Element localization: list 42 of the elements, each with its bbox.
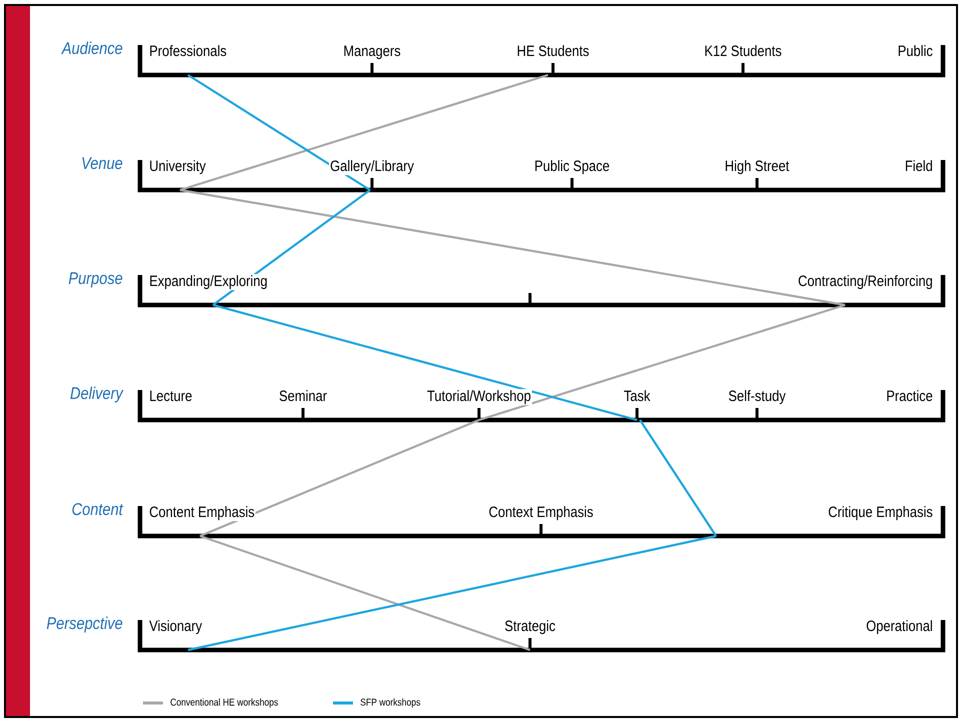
legend-label: Conventional HE workshops [170, 698, 278, 708]
profile-line [639, 419, 717, 537]
category-label: Critique Emphasis [827, 505, 934, 522]
axis-heading: Purpose [68, 272, 122, 288]
category-label: Tutorial/Workshop [426, 389, 532, 406]
profile-line [187, 74, 371, 191]
profile-line [180, 74, 548, 192]
profile-line [188, 534, 716, 652]
axis-heading: Audience [61, 42, 122, 54]
profile-line [212, 304, 638, 422]
category-label: Public Space [533, 159, 611, 176]
category-label: Expanding/Exploring [148, 274, 269, 290]
category-label: Visionary [148, 619, 204, 636]
axis-heading: Persepctive [46, 616, 122, 633]
category-label: University [148, 159, 207, 176]
category-label: Strategic [504, 619, 556, 636]
profile-line [200, 534, 530, 652]
category-label: Professionals [148, 44, 228, 58]
category-label: Self-study [727, 389, 787, 406]
category-label: Task [622, 389, 652, 402]
profile-line [200, 418, 480, 538]
category-label: Lecture [148, 390, 194, 402]
legend-label: SFP workshops [360, 698, 420, 708]
axis-heading: Content [72, 503, 124, 516]
axis-heading: Delivery [70, 386, 124, 403]
category-label: Seminar [278, 389, 328, 402]
profile-line [478, 304, 846, 422]
category-label: Gallery/Library [329, 159, 415, 176]
category-label: Managers [342, 44, 402, 60]
category-label: Content Emphasis [148, 505, 256, 522]
profile-line [212, 189, 371, 306]
category-label: High Street [724, 159, 790, 176]
category-label: HE Students [516, 44, 590, 58]
category-label: Operational [865, 619, 934, 636]
axis-heading: Venue [82, 157, 122, 170]
category-label: Practice [885, 389, 934, 402]
category-label: Context Emphasis [488, 505, 594, 522]
category-label: K12 Students [703, 44, 783, 58]
profile-line [180, 188, 846, 306]
category-label: Contracting/Reinforcing [797, 274, 934, 290]
category-label: Field [904, 159, 934, 172]
category-label: Public [896, 44, 934, 58]
